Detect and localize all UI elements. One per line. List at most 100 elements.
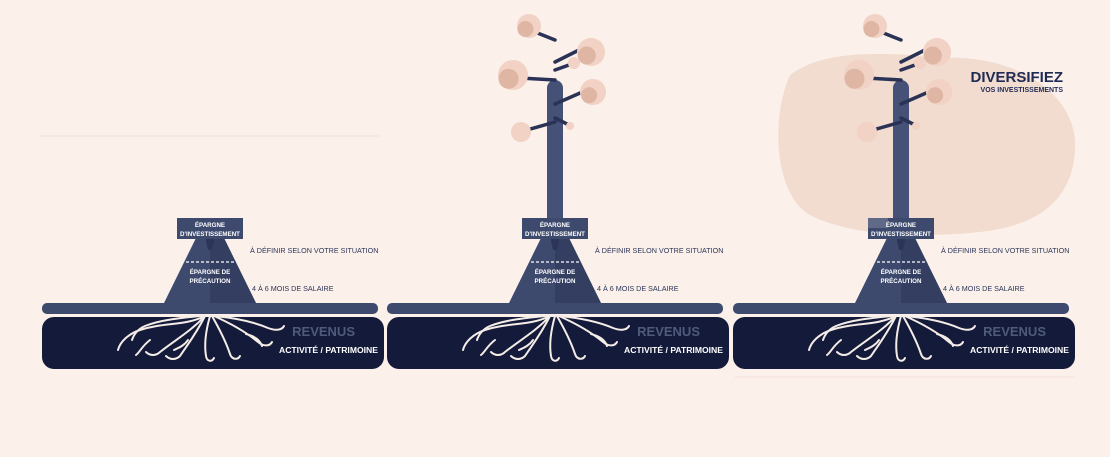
fruit: [568, 57, 580, 69]
tree: [498, 14, 606, 240]
root: [213, 315, 273, 347]
revenus-subtitle: ACTIVITÉ / PATRIMOINE: [279, 345, 378, 355]
root: [135, 339, 151, 356]
investment-stem: [896, 236, 906, 250]
root: [895, 315, 906, 362]
branch: [871, 120, 903, 132]
diversify-subtitle: VOS INVESTISSEMENTS: [981, 87, 1064, 94]
root: [836, 315, 897, 356]
revenus-title: REVENUS: [292, 324, 355, 339]
fruit: [857, 122, 877, 142]
root: [204, 315, 215, 362]
branch: [525, 120, 557, 132]
fruit-core: [927, 87, 944, 104]
root: [904, 315, 964, 347]
root: [549, 315, 560, 362]
diversify-heading: DIVERSIFIEZ VOS INVESTISSEMENTS: [970, 69, 1063, 94]
note-precaution: 4 À 6 MOIS DE SALAIRE: [597, 284, 679, 293]
root: [510, 315, 551, 360]
revenus-title: REVENUS: [983, 324, 1046, 339]
root: [856, 315, 897, 360]
precaution-line1: ÉPARGNE DE: [535, 268, 575, 276]
root: [131, 315, 201, 341]
root: [245, 333, 263, 347]
investment-box: [868, 218, 934, 239]
fruit: [511, 122, 531, 142]
fruit-core: [577, 46, 596, 65]
fruit: [914, 57, 926, 69]
investment-box: [522, 218, 588, 239]
revenus-title: REVENUS: [637, 324, 700, 339]
note-precaution: 4 À 6 MOIS DE SALAIRE: [252, 284, 334, 293]
diversify-cloud: [778, 53, 1076, 235]
roots: [808, 315, 976, 362]
note-investissement: À DÉFINIR SELON VOTRE SITUATION: [595, 246, 723, 255]
root: [826, 339, 842, 356]
branch: [553, 63, 571, 72]
root: [902, 315, 932, 360]
box-highlight: [868, 218, 888, 228]
trunk-shade: [210, 238, 256, 303]
revenus-subtitle: ACTIVITÉ / PATRIMOINE: [970, 345, 1069, 355]
revenus-base: [733, 317, 1075, 369]
background-layer: [40, 53, 1076, 378]
ground-bar: [733, 303, 1069, 314]
ground-bar: [42, 303, 378, 314]
investment-box-line1: ÉPARGNE: [540, 221, 570, 229]
root: [864, 339, 880, 351]
note-precaution: 4 À 6 MOIS DE SALAIRE: [943, 284, 1025, 293]
branch: [899, 63, 917, 72]
fruit: [912, 122, 920, 130]
root: [936, 333, 954, 347]
precaution-line2: PRÉCAUTION: [535, 277, 576, 285]
root: [558, 315, 630, 331]
revenus-subtitle: ACTIVITÉ / PATRIMOINE: [624, 345, 723, 355]
root: [904, 315, 976, 331]
revenus-base: [42, 317, 384, 369]
diversify-title: DIVERSIFIEZ: [970, 69, 1063, 86]
ground-bar: [387, 303, 723, 314]
root: [480, 339, 496, 356]
root: [213, 315, 285, 331]
precaution-line1: ÉPARGNE DE: [190, 268, 230, 276]
branch: [553, 116, 569, 126]
fruit-core: [863, 21, 880, 37]
precaution-line1: ÉPARGNE DE: [881, 268, 921, 276]
revenus-base: [387, 317, 729, 369]
panel-1: ÉPARGNE D'INVESTISSEMENT ÉPARGNE DEPRÉCAUT…: [42, 218, 384, 369]
investment-box-line1: ÉPARGNE: [886, 221, 916, 229]
fruit-core: [498, 68, 519, 89]
root: [211, 315, 241, 360]
investment-box-line1: ÉPARGNE: [195, 221, 225, 229]
branch: [899, 116, 915, 126]
tree: [844, 14, 952, 240]
fruit: [566, 122, 574, 130]
investment-stem: [205, 236, 215, 250]
root: [518, 339, 534, 351]
root: [165, 315, 206, 360]
fruit-core: [517, 21, 534, 37]
note-investissement: À DÉFINIR SELON VOTRE SITUATION: [941, 246, 1069, 255]
fruit-core: [844, 68, 865, 89]
root: [173, 339, 189, 351]
root: [590, 333, 608, 347]
investment-box-line2: D'INVESTISSEMENT: [180, 231, 240, 238]
fruit-core: [581, 87, 598, 104]
roots: [462, 315, 630, 362]
note-investissement: À DÉFINIR SELON VOTRE SITUATION: [250, 246, 378, 255]
precaution-line2: PRÉCAUTION: [190, 277, 231, 285]
investment-box-line2: D'INVESTISSEMENT: [871, 231, 931, 238]
fruit-core: [923, 46, 942, 65]
root: [822, 315, 892, 341]
trunk-shade: [555, 238, 601, 303]
root: [490, 315, 551, 356]
investment-stem: [550, 236, 560, 250]
roots: [117, 315, 285, 362]
trunk-shade: [901, 238, 947, 303]
root: [558, 315, 618, 347]
